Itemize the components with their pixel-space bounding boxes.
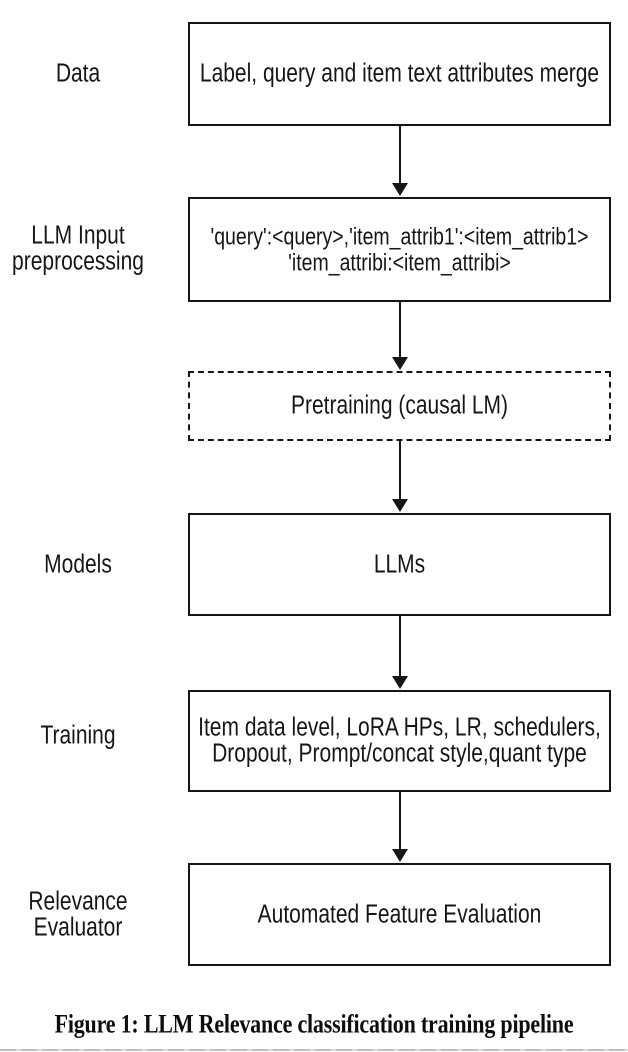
box-text-line: LLMs: [373, 549, 426, 578]
stage-label-data: Data: [0, 59, 156, 88]
box-text-line: Pretraining (causal LM): [290, 391, 509, 420]
stage-label-text: preprocessing: [12, 247, 144, 276]
stage-label-text: Evaluator: [33, 913, 123, 942]
stage-label-relevance-evaluator: Relevance Evaluator: [0, 887, 156, 942]
flow-arrow-5: [392, 792, 408, 862]
arrow-head-icon: [392, 499, 408, 512]
box-llm-input-format: 'query':<query>,'item_attrib1':<item_att…: [188, 197, 611, 302]
bottom-separator: [0, 1049, 628, 1051]
box-text: 'query':<query>,'item_attrib1':<item_att…: [210, 223, 589, 276]
box-pretraining: Pretraining (causal LM): [188, 371, 611, 441]
box-text: Item data level, LoRA HPs, LR, scheduler…: [198, 713, 601, 768]
stage-label-llm-input-preprocessing: LLM Input preprocessing: [0, 221, 156, 276]
stage-label-text: Training: [40, 721, 116, 750]
arrow-head-icon: [392, 357, 408, 370]
stage-label-text: Relevance: [28, 887, 128, 916]
stage-label-models: Models: [0, 550, 156, 579]
box-feature-evaluation: Automated Feature Evaluation: [188, 863, 611, 966]
arrow-shaft: [399, 126, 401, 183]
flow-arrow-1: [392, 126, 408, 196]
figure-caption: Figure 1: LLM Relevance classification t…: [0, 1008, 628, 1039]
box-data-merge: Label, query and item text attributes me…: [188, 22, 611, 126]
box-text-line: 'query':<query>,'item_attrib1':<item_att…: [210, 223, 589, 250]
arrow-head-icon: [392, 676, 408, 689]
box-text-line: Item data level, LoRA HPs, LR, scheduler…: [198, 713, 601, 742]
box-text: Automated Feature Evaluation: [257, 899, 542, 928]
box-text: Label, query and item text attributes me…: [199, 59, 600, 88]
box-text-line: 'item_attribi:<item_attribi>: [288, 249, 511, 276]
stage-label-text: Models: [44, 550, 112, 579]
arrow-head-icon: [392, 183, 408, 196]
figure-caption-text: Figure 1: LLM Relevance classification t…: [54, 1008, 574, 1039]
stage-label-text: Data: [55, 59, 101, 88]
flow-arrow-3: [392, 441, 408, 512]
arrow-head-icon: [392, 849, 408, 862]
box-text: Pretraining (causal LM): [290, 391, 509, 420]
stage-label-text: LLM Input: [31, 221, 125, 250]
box-text-line: Automated Feature Evaluation: [257, 899, 542, 928]
box-text: LLMs: [373, 549, 426, 578]
box-training-hyperparams: Item data level, LoRA HPs, LR, scheduler…: [188, 690, 611, 792]
stage-label-training: Training: [0, 721, 156, 750]
arrow-shaft: [399, 616, 401, 676]
box-text-line: Label, query and item text attributes me…: [199, 59, 600, 88]
arrow-shaft: [399, 302, 401, 357]
flow-arrow-2: [392, 302, 408, 370]
box-llms: LLMs: [188, 513, 611, 616]
flow-arrow-4: [392, 616, 408, 689]
box-text-line: Dropout, Prompt/concat style,quant type: [212, 739, 587, 768]
arrow-shaft: [399, 792, 401, 849]
arrow-shaft: [399, 441, 401, 499]
